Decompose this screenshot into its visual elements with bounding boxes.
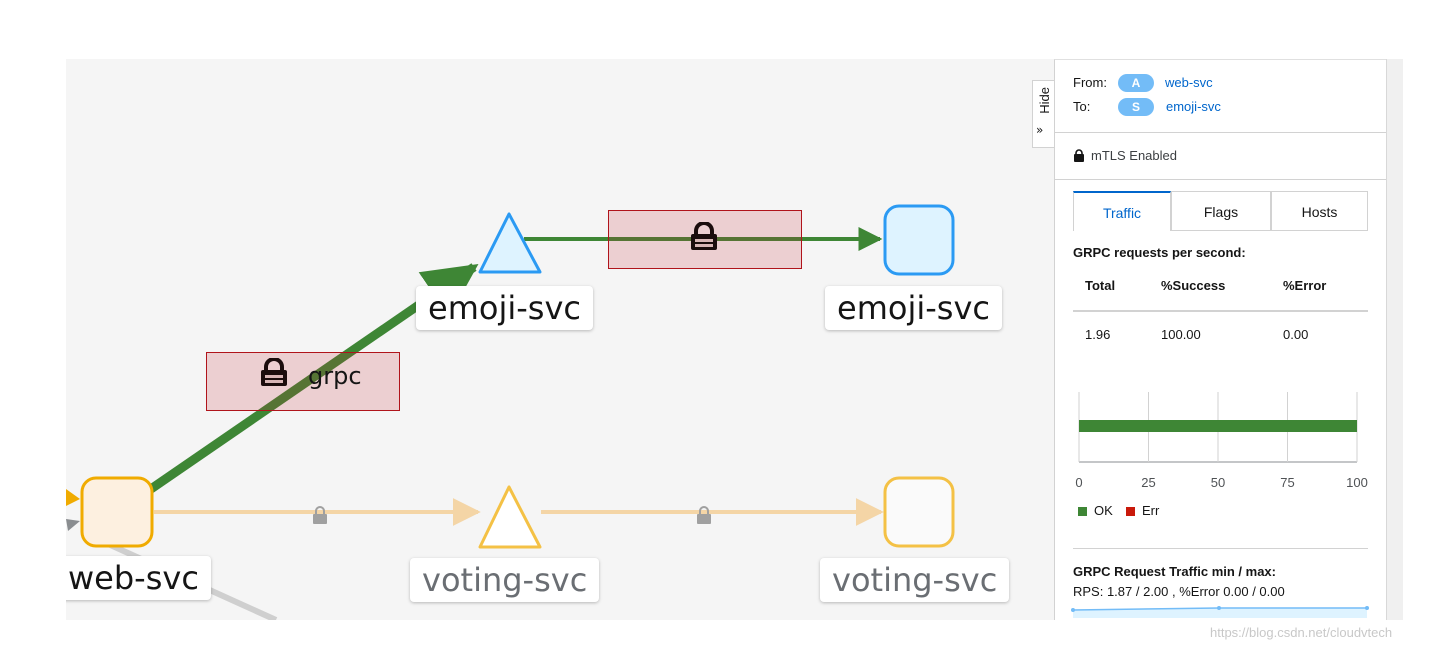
double-chevron-icon: »	[1036, 123, 1044, 137]
ok-legend-swatch	[1078, 507, 1087, 516]
edge-label-highlight	[206, 352, 400, 411]
divider	[1055, 132, 1386, 133]
col-error: %Error	[1283, 278, 1327, 293]
summary-panel: From: A web-svc To: S emoji-svc mTLS Ena…	[1054, 59, 1386, 620]
to-label: To:	[1073, 99, 1091, 114]
minmax-title: GRPC Request Traffic min / max:	[1073, 564, 1276, 579]
lock-icon	[261, 358, 287, 386]
service-badge: S	[1118, 98, 1154, 116]
emoji-svc-service-label: emoji-svc	[416, 286, 593, 330]
x-tick-label: 75	[1280, 475, 1295, 490]
divider	[1073, 548, 1368, 549]
edge-protocol-label: grpc	[308, 362, 362, 390]
voting-svc-workload-node[interactable]	[883, 476, 955, 548]
lock-icon	[313, 506, 327, 524]
emoji-svc-workload-node[interactable]	[883, 204, 955, 276]
from-label: From:	[1073, 75, 1107, 90]
emoji-svc-service-node[interactable]	[478, 212, 542, 274]
service-graph[interactable]: web-svc emoji-svc emoji-svc voting-svc v…	[66, 59, 1054, 620]
x-tick-label: 25	[1141, 475, 1156, 490]
cell-total: 1.96	[1085, 327, 1111, 342]
col-success: %Success	[1161, 278, 1226, 293]
app-badge: A	[1118, 74, 1154, 92]
graph-canvas	[66, 204, 955, 620]
lock-icon	[697, 506, 711, 524]
cell-error: 0.00	[1283, 327, 1309, 342]
hide-panel-toggle[interactable]: Hide	[1032, 80, 1054, 148]
incoming-edge-arrow	[66, 489, 80, 506]
bar-ok	[1079, 420, 1357, 432]
tab-flags[interactable]: Flags	[1171, 191, 1271, 231]
web-svc-node[interactable]	[80, 476, 154, 548]
lock-icon	[691, 222, 717, 250]
panel-scrollbar[interactable]	[1386, 59, 1403, 620]
divider	[1055, 179, 1386, 180]
traffic-bar-chart	[1078, 392, 1358, 463]
emoji-svc-workload-label: emoji-svc	[825, 286, 1002, 330]
sparkline	[1071, 606, 1369, 618]
err-legend-swatch	[1126, 507, 1135, 516]
voting-svc-service-node[interactable]	[478, 485, 542, 549]
voting-svc-workload-label: voting-svc	[820, 558, 1010, 602]
to-link[interactable]: emoji-svc	[1166, 99, 1221, 114]
err-legend-label: Err	[1142, 503, 1160, 518]
ok-legend-label: OK	[1094, 503, 1113, 518]
watermark: https://blog.csdn.net/cloudvtech	[1210, 625, 1393, 640]
lock-icon	[1074, 149, 1084, 162]
cell-success: 100.00	[1161, 327, 1201, 342]
tab-traffic[interactable]: Traffic	[1073, 191, 1171, 231]
web-svc-label: web-svc	[66, 556, 211, 600]
hide-label: Hide	[1037, 87, 1052, 114]
tab-hosts[interactable]: Hosts	[1271, 191, 1368, 231]
x-tick-label: 100	[1346, 475, 1368, 490]
from-link[interactable]: web-svc	[1165, 75, 1213, 90]
x-tick-label: 0	[1075, 475, 1083, 490]
x-tick-label: 50	[1210, 475, 1226, 490]
voting-svc-service-label: voting-svc	[410, 558, 600, 602]
minmax-value: RPS: 1.87 / 2.00 , %Error 0.00 / 0.00	[1073, 584, 1285, 599]
incoming-edge-arrow	[66, 519, 80, 531]
table-header-divider	[1073, 310, 1368, 312]
col-total: Total	[1085, 278, 1116, 293]
mtls-status: mTLS Enabled	[1091, 148, 1177, 163]
rps-title: GRPC requests per second:	[1073, 245, 1246, 260]
